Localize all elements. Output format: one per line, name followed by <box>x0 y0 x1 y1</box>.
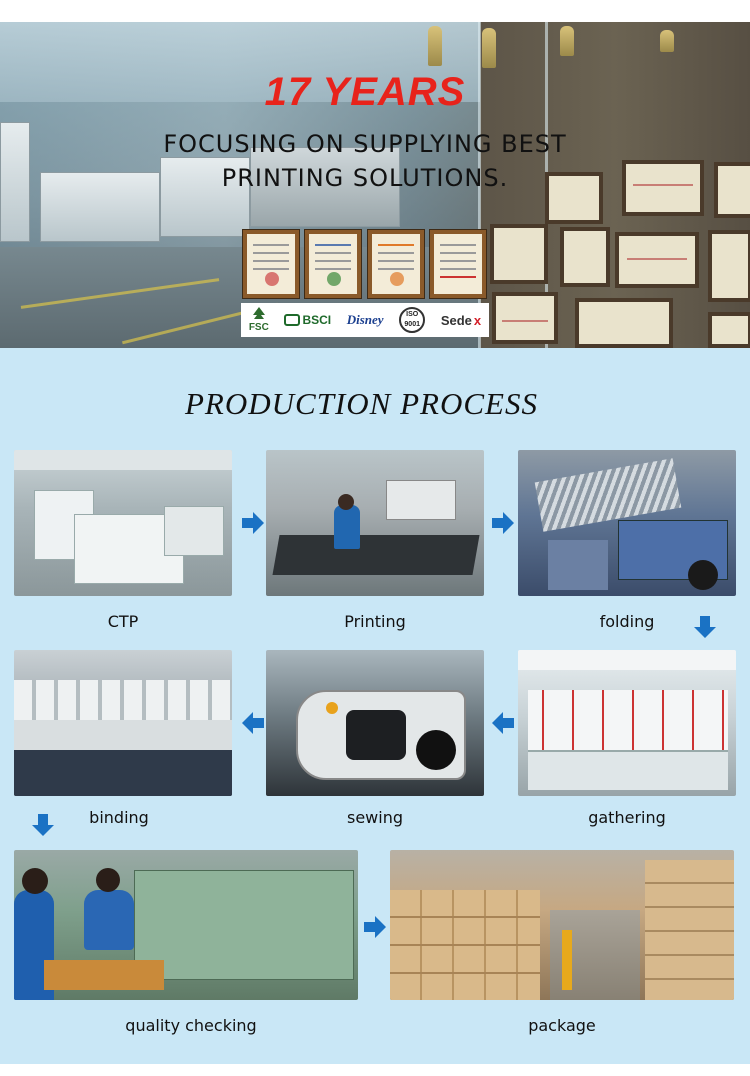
award-frame <box>490 224 548 284</box>
step-label-ctp: CTP <box>107 612 139 631</box>
trophy-icon <box>482 28 496 68</box>
factory-banner: 17 YEARS FOCUSING ON SUPPLYING BEST PRIN… <box>0 22 750 348</box>
certificate-image <box>368 230 424 298</box>
printing-photo <box>266 450 484 596</box>
ceiling-lights <box>0 22 540 102</box>
award-frame <box>492 292 558 344</box>
award-frame <box>708 312 750 348</box>
tagline-line-1: FOCUSING ON SUPPLYING BEST <box>163 130 567 158</box>
step-label-gathering: gathering <box>588 808 666 827</box>
arrow-right-icon <box>242 512 264 534</box>
arrow-down-icon <box>694 616 716 638</box>
arrow-down-icon <box>32 814 54 836</box>
arrow-left-icon <box>242 712 264 734</box>
tagline-line-2: PRINTING SOLUTIONS. <box>221 164 509 192</box>
sewing-photo <box>266 650 484 796</box>
bsci-logo: BSCI <box>284 313 331 327</box>
production-process-section: PRODUCTION PROCESS CTP Printing folding … <box>0 348 750 1064</box>
award-frame <box>575 298 673 348</box>
step-label-folding: folding <box>599 612 655 631</box>
award-frame <box>560 227 610 287</box>
glass-divider <box>478 22 481 348</box>
trophy-icon <box>560 26 574 56</box>
quality-checking-photo <box>14 850 358 1000</box>
tree-icon <box>252 307 265 319</box>
certificate-image <box>430 230 486 298</box>
arrow-right-icon <box>364 916 386 938</box>
bsci-icon <box>284 314 301 326</box>
certificate-image <box>305 230 361 298</box>
arrow-left-icon <box>492 712 514 734</box>
years-headline: 17 YEARS <box>264 70 466 114</box>
package-photo <box>390 850 734 1000</box>
step-label-printing: Printing <box>344 612 406 631</box>
arrow-right-icon <box>492 512 514 534</box>
step-label-binding: binding <box>89 808 149 827</box>
award-frame <box>708 230 750 302</box>
award-frame <box>714 162 750 218</box>
award-frame <box>622 160 704 216</box>
trophy-icon <box>428 26 442 66</box>
fsc-logo: FSC <box>249 307 269 333</box>
step-label-package: package <box>528 1016 596 1035</box>
step-label-sewing: sewing <box>346 808 403 827</box>
disney-logo: Disney <box>346 312 384 327</box>
award-frame <box>545 172 603 224</box>
certificate-image <box>243 230 299 298</box>
trophy-icon <box>660 30 674 52</box>
machine-image <box>0 122 30 242</box>
section-title: PRODUCTION PROCESS <box>185 386 538 421</box>
binding-photo <box>14 650 232 796</box>
step-label-quality-checking: quality checking <box>125 1016 257 1035</box>
folding-photo <box>518 450 736 596</box>
gathering-photo <box>518 650 736 796</box>
ctp-photo <box>14 450 232 596</box>
machine-image <box>250 147 400 227</box>
machine-image <box>160 157 250 237</box>
award-frame <box>615 232 699 288</box>
machine-image <box>40 172 160 242</box>
